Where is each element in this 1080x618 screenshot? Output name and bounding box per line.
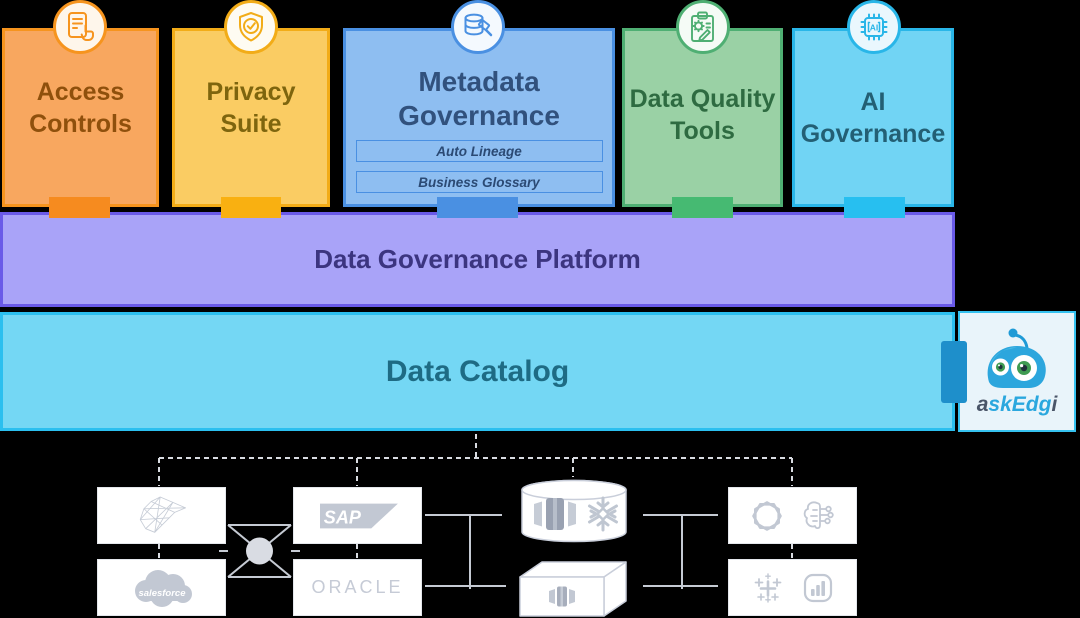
- salesforce-text: salesforce: [138, 588, 186, 599]
- sap-text: SAP: [323, 507, 361, 527]
- warehouse-cube-logo: [549, 586, 575, 607]
- platform-band: Data Governance Platform: [0, 212, 955, 307]
- access-controls-card: Access Controls: [2, 28, 159, 207]
- ai-governance-card: AI Governance: [792, 28, 954, 207]
- ai-chip-label: AI: [870, 23, 879, 33]
- catalog-band: Data Catalog: [0, 312, 955, 431]
- catalog-askedgi-connector: [941, 341, 967, 403]
- junction-circle: [246, 537, 273, 565]
- access-controls-title: Access Controls: [29, 77, 132, 138]
- redshift-logo: [534, 498, 576, 530]
- privacy-suite-tab: [221, 197, 281, 218]
- openai-logo: [751, 500, 782, 531]
- document-click-icon: [53, 0, 107, 54]
- shield-check-icon: [224, 0, 278, 54]
- auto-lineage-chip: Auto Lineage: [355, 140, 603, 163]
- metadata-governance-tab: [437, 197, 518, 218]
- oracle-logo: ORACLE: [311, 577, 404, 597]
- tableau-logo: [754, 572, 781, 603]
- privacy-suite-card: Privacy Suite: [172, 28, 330, 207]
- askedgi-panel: askEdgi: [958, 311, 1076, 432]
- access-controls-tab: [49, 197, 110, 218]
- metadata-governance-card: Metadata Governance Auto Lineage Busines…: [343, 28, 615, 207]
- askedgi-wordmark: askEdgi: [976, 393, 1058, 416]
- ai-circuit-logo: [803, 500, 834, 529]
- salesforce-logo: salesforce: [134, 569, 192, 607]
- data-quality-tools-tab: [672, 197, 733, 218]
- metadata-governance-title: Metadata Governance: [398, 66, 560, 132]
- bi-tools-box: [728, 559, 857, 616]
- database-gavel-icon: [451, 0, 505, 54]
- ai-tools-box: [728, 487, 857, 544]
- ai-governance-title: AI Governance: [800, 87, 946, 148]
- sql-server-box: [97, 487, 226, 544]
- sap-logo: SAP: [319, 503, 398, 528]
- ai-chip-icon: AI: [847, 0, 901, 54]
- power-bi-logo: [803, 573, 832, 602]
- warehouse-cube-box: [519, 561, 627, 617]
- catalog-band-label: Data Catalog: [385, 354, 570, 388]
- snowflake-logo: [588, 496, 618, 532]
- data-warehouse-cylinder: [521, 479, 627, 543]
- oracle-box: ORACLE: [293, 559, 422, 616]
- askedgi-robot-icon: [987, 328, 1046, 388]
- sql-server-logo: [139, 496, 186, 533]
- data-quality-tools-title: Data Quality Tools: [629, 84, 776, 145]
- platform-band-label: Data Governance Platform: [314, 244, 641, 274]
- ai-governance-tab: [844, 197, 905, 218]
- clipboard-gear-icon: [676, 0, 730, 54]
- privacy-suite-title: Privacy Suite: [206, 77, 296, 138]
- data-quality-tools-card: Data Quality Tools: [622, 28, 783, 207]
- business-glossary-chip: Business Glossary: [355, 171, 603, 194]
- salesforce-box: salesforce: [97, 559, 226, 616]
- sap-box: SAP: [293, 487, 422, 544]
